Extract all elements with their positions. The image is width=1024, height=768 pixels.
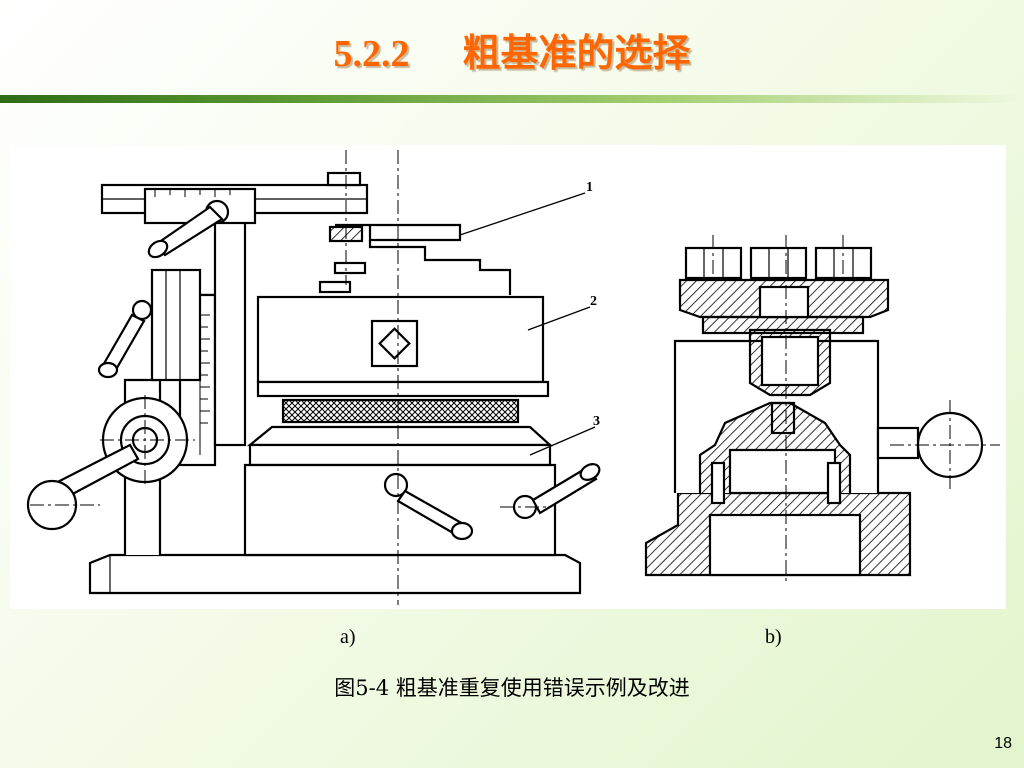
slide-title: 5.2.2 粗基准的选择 — [0, 22, 1024, 77]
technical-drawing: 1 2 3 — [26, 150, 1000, 605]
title-underline — [0, 95, 1024, 103]
callout-3: 3 — [593, 414, 600, 429]
figure-label-b: b) — [765, 626, 782, 648]
figure-label-a: a) — [340, 626, 356, 648]
page-number: 18 — [994, 735, 1012, 752]
drawing-a — [26, 150, 601, 605]
callout-1: 1 — [586, 180, 593, 195]
figure-panel: 1 2 3 — [10, 145, 1006, 609]
drawing-b — [644, 235, 1000, 585]
figure-caption: 图5-4 粗基准重复使用错误示例及改进 — [334, 676, 690, 700]
section-number: 5.2.2 — [333, 33, 410, 75]
section-title: 粗基准的选择 — [462, 30, 691, 75]
callout-2: 2 — [590, 294, 597, 309]
